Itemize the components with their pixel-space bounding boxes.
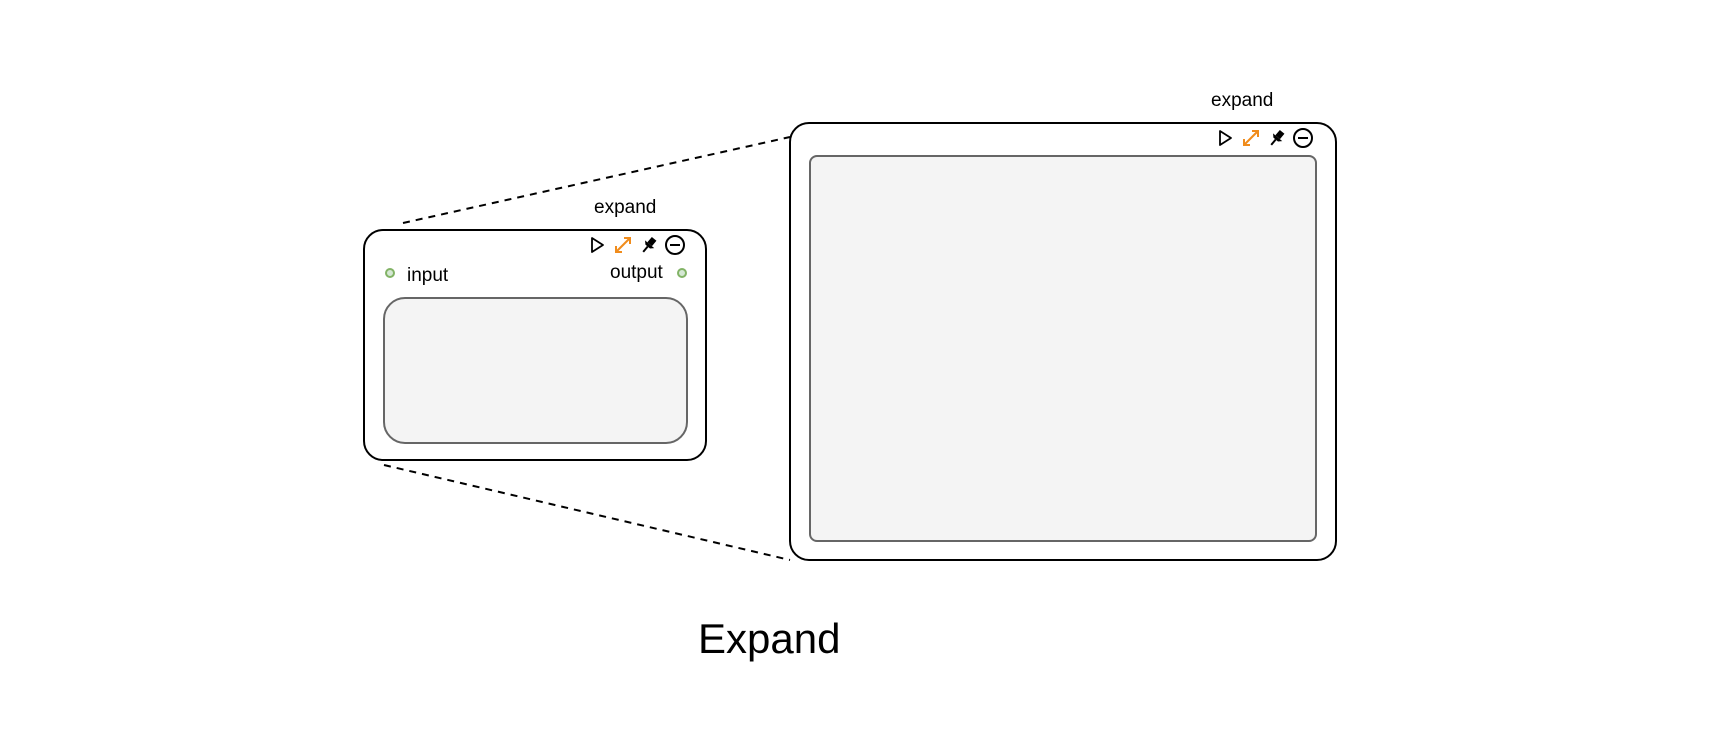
small-node-content-area — [383, 297, 688, 444]
small-node-title: expand — [594, 197, 657, 218]
play-icon[interactable] — [1213, 126, 1237, 150]
output-port[interactable] — [677, 268, 687, 278]
caption: Expand — [698, 615, 841, 662]
large-node-content-area — [809, 155, 1317, 542]
small-node[interactable]: input output — [363, 229, 707, 461]
expand-icon[interactable] — [1239, 126, 1263, 150]
pin-icon[interactable] — [637, 233, 661, 257]
large-node[interactable] — [789, 122, 1337, 561]
small-node-toolbar — [585, 233, 687, 257]
output-label: output — [610, 262, 663, 283]
connector-bottom — [383, 464, 791, 561]
input-port[interactable] — [385, 268, 395, 278]
connector-top — [402, 136, 791, 224]
input-label: input — [407, 265, 449, 286]
play-icon[interactable] — [585, 233, 609, 257]
collapse-icon[interactable] — [663, 233, 687, 257]
large-node-title: expand — [1211, 90, 1274, 111]
pin-icon[interactable] — [1265, 126, 1289, 150]
expand-icon[interactable] — [611, 233, 635, 257]
collapse-icon[interactable] — [1291, 126, 1315, 150]
large-node-toolbar — [1213, 126, 1315, 150]
